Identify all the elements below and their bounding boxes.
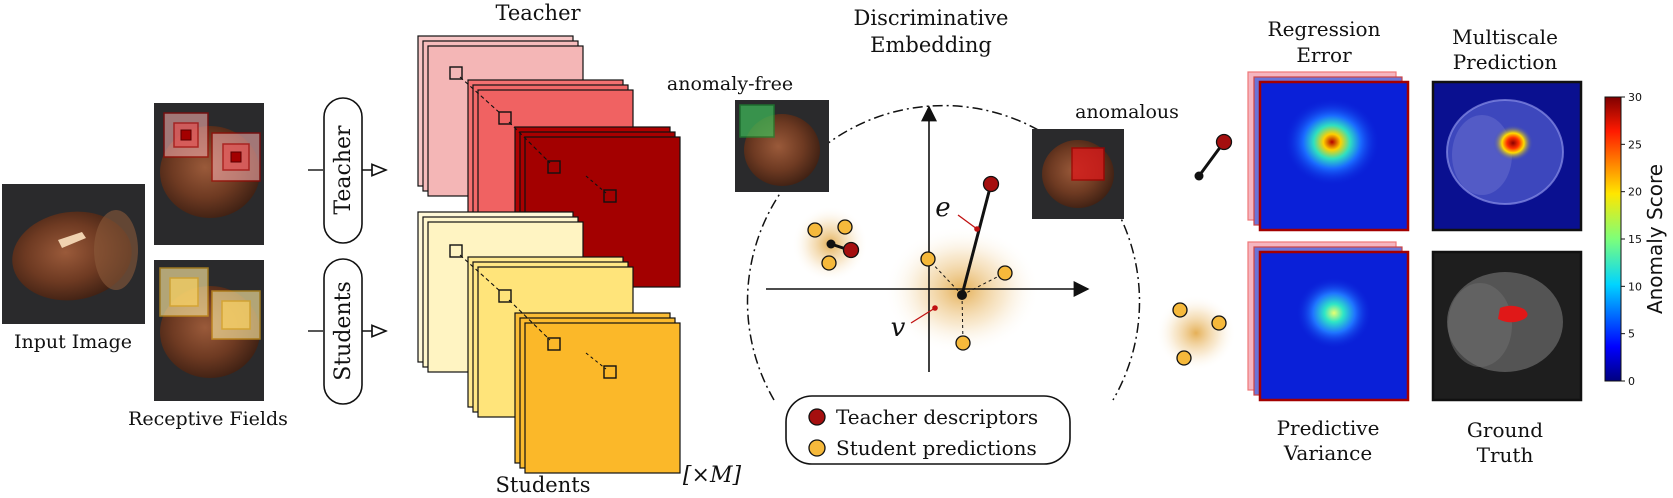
input-image — [2, 184, 145, 324]
ground-truth-map — [1431, 250, 1583, 402]
multiscale-prediction-map — [1431, 80, 1583, 232]
predictive-variance-title-line2: Variance — [1283, 441, 1372, 465]
e-pointer-dot — [974, 226, 980, 232]
predictive-variance-glyph — [1156, 295, 1236, 371]
colorbar-tick-label: 15 — [1628, 233, 1642, 246]
embedding-boundary — [746, 104, 1141, 401]
colorbar-ticks: 0 5 10 15 20 25 30 — [1621, 91, 1642, 388]
students-stack-title: Students — [496, 473, 591, 497]
e-symbol: e — [935, 193, 950, 223]
cluster-anomalous — [920, 175, 1013, 351]
predictive-variance-map — [1247, 241, 1410, 402]
regression-error-title-line1: Regression — [1268, 17, 1381, 41]
colorbar-tick-label: 20 — [1628, 186, 1642, 199]
legend-teacher-label: Teacher descriptors — [836, 405, 1038, 429]
multiscale-title-line1: Multiscale — [1452, 25, 1558, 49]
receptive-fields-label: Receptive Fields — [128, 408, 288, 430]
legend-student-label: Student predictions — [836, 436, 1037, 460]
predictive-variance-title-line1: Predictive — [1277, 416, 1380, 440]
colorbar-tick-label: 30 — [1628, 91, 1642, 104]
anomaly-free-thumbnail — [735, 100, 829, 192]
colorbar-title: Anomaly Score — [1643, 164, 1667, 314]
teacher-pill: Teacher — [323, 97, 363, 244]
anomaly-free-label: anomaly-free — [667, 73, 793, 95]
teacher-stack-title: Teacher — [495, 1, 581, 25]
ground-truth-title-line2: Truth — [1477, 443, 1534, 467]
regression-error-title-line2: Error — [1296, 43, 1352, 67]
embedding-title-line2: Embedding — [870, 33, 992, 57]
ensemble-multiplier: [×M] — [683, 463, 742, 488]
colorbar-tick-label: 0 — [1628, 375, 1635, 388]
legend-teacher-marker — [808, 408, 826, 426]
receptive-field-image-students — [154, 260, 264, 401]
cluster-anomaly-free — [807, 219, 860, 271]
embedding-title-line1: Discriminative — [854, 6, 1009, 30]
legend-student-marker — [808, 439, 826, 457]
embedding-legend: Teacher descriptors Student predictions — [785, 395, 1071, 465]
input-image-label: Input Image — [14, 331, 132, 353]
regression-error-map — [1247, 71, 1410, 232]
students-feature-stack — [417, 211, 681, 474]
regression-error-glyph — [1194, 133, 1233, 181]
colorbar-tick-label: 10 — [1628, 280, 1642, 293]
anomalous-thumbnail — [1032, 129, 1124, 219]
teacher-pill-label: Teacher — [331, 125, 356, 215]
multiscale-title-line2: Prediction — [1453, 50, 1558, 74]
students-pill: Students — [323, 258, 363, 405]
students-pill-label: Students — [331, 281, 356, 380]
e-pointer — [957, 214, 978, 230]
v-symbol: v — [891, 313, 906, 343]
receptive-field-image-teacher — [154, 103, 264, 245]
anomalous-label: anomalous — [1075, 101, 1179, 123]
anomaly-colorbar: 0 5 10 15 20 25 30 — [1604, 91, 1642, 388]
colorbar-tick-label: 25 — [1628, 138, 1642, 151]
v-pointer-dot — [932, 305, 938, 311]
colorbar-tick-label: 5 — [1628, 328, 1635, 341]
ground-truth-title-line1: Ground — [1467, 418, 1543, 442]
v-pointer — [910, 307, 936, 324]
